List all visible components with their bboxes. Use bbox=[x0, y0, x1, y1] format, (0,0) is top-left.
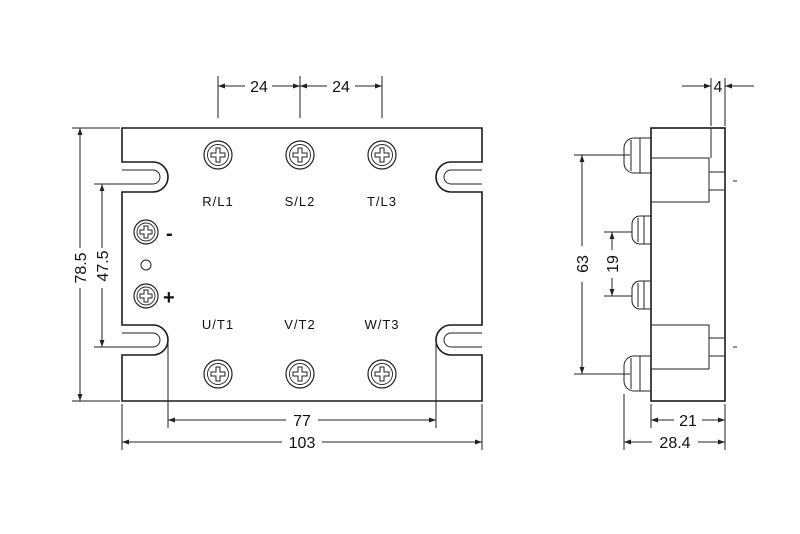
dim-height-slots: 47.5 bbox=[95, 250, 112, 281]
dimension-mount-height: 63 bbox=[574, 154, 630, 375]
screw-terminal-u bbox=[203, 359, 233, 389]
dim-width-total: 103 bbox=[289, 435, 316, 452]
terminal-label-w-t3: W/T3 bbox=[364, 317, 399, 332]
control-terminal-plus bbox=[133, 283, 159, 309]
dim-pitch-right: 24 bbox=[332, 79, 350, 96]
side-screw-control-minus bbox=[631, 215, 651, 245]
control-minus-label: - bbox=[166, 223, 173, 245]
screw-terminal-s bbox=[285, 140, 315, 170]
screw-terminal-v bbox=[285, 359, 315, 389]
dimension-control-spacing: 19 bbox=[604, 231, 632, 297]
dimension-width: 77 103 bbox=[121, 340, 483, 452]
terminal-label-t-l3: T/L3 bbox=[367, 194, 397, 209]
led-indicator bbox=[140, 259, 152, 271]
side-screw-control-plus bbox=[631, 280, 651, 310]
side-view: 4 63 19 21 bbox=[574, 78, 754, 452]
dim-width-slots: 77 bbox=[293, 413, 311, 430]
dim-total-depth: 28.4 bbox=[659, 435, 690, 452]
dimension-height: 78.5 47.5 bbox=[72, 127, 140, 402]
side-body bbox=[650, 127, 726, 402]
control-terminal-minus bbox=[133, 219, 159, 245]
screw-terminal-r bbox=[203, 140, 233, 170]
dim-depth-top: 4 bbox=[714, 79, 723, 96]
dimension-pitch: 24 24 bbox=[217, 76, 383, 118]
dimension-total-depth: 28.4 bbox=[623, 394, 725, 452]
dim-body-depth: 21 bbox=[679, 413, 697, 430]
dimension-depth-top: 4 bbox=[682, 78, 754, 126]
terminal-label-v-t2: V/T2 bbox=[284, 317, 315, 332]
control-plus-label: + bbox=[163, 287, 175, 309]
relay-body-outline bbox=[121, 127, 483, 402]
screw-terminal-t bbox=[367, 140, 397, 170]
screw-terminal-w bbox=[367, 359, 397, 389]
terminal-label-u-t1: U/T1 bbox=[202, 317, 234, 332]
front-view: - + R/L1 S/L2 T/L3 U/T1 V/T2 W/T3 24 24 … bbox=[72, 76, 483, 452]
terminal-label-s-l2: S/L2 bbox=[285, 194, 316, 209]
dim-pitch-left: 24 bbox=[250, 79, 268, 96]
dim-control-spacing: 19 bbox=[605, 255, 622, 273]
dim-height-total: 78.5 bbox=[73, 252, 90, 283]
dim-mount-height: 63 bbox=[575, 255, 592, 273]
terminal-label-r-l1: R/L1 bbox=[202, 194, 233, 209]
